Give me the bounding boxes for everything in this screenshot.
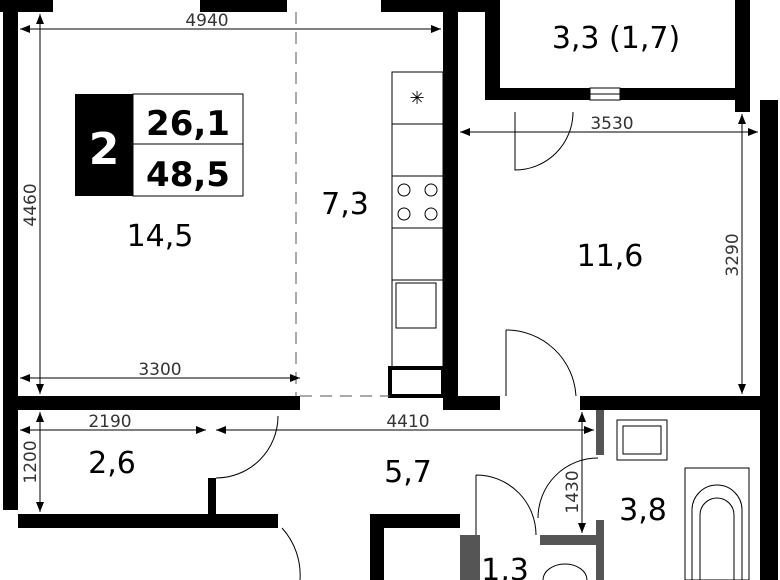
dim-living-height: 4460	[21, 183, 41, 226]
total-area: 48,5	[146, 155, 230, 195]
rooms-count: 2	[89, 124, 120, 175]
dim-bedroom-height: 3290	[723, 233, 743, 276]
dim-living-bottom: 3300	[138, 360, 181, 380]
window-frames	[589, 87, 621, 101]
area-badge: 2 26,1 48,5	[75, 93, 244, 197]
dim-corridor-width: 4410	[386, 412, 429, 432]
inner-walls	[460, 410, 604, 580]
doors	[215, 111, 599, 580]
kitchen-unit	[388, 71, 445, 398]
room-hall-area: 2,6	[88, 446, 136, 481]
dim-hall-width: 2190	[88, 412, 131, 432]
dim-living-width: 4940	[185, 11, 228, 31]
dim-bath-height: 1430	[563, 470, 583, 513]
room-toilet-area: 1,3	[481, 553, 529, 580]
dim-hall-height: 1200	[21, 440, 41, 483]
room-bathroom-area: 3,8	[619, 493, 667, 528]
room-bedroom-area: 11,6	[577, 239, 644, 274]
dim-bedroom-width: 3530	[590, 114, 633, 134]
room-kitchen-area: 7,3	[321, 187, 369, 222]
room-living-area: 14,5	[127, 219, 194, 254]
room-balcony-area: 3,3 (1,7)	[552, 21, 680, 56]
bathroom-fixtures	[542, 419, 750, 580]
room-corridor-area: 5,7	[384, 455, 432, 490]
living-area: 26,1	[146, 104, 230, 144]
fridge-icon: ✳	[409, 88, 424, 109]
dimension-lines	[20, 14, 758, 533]
